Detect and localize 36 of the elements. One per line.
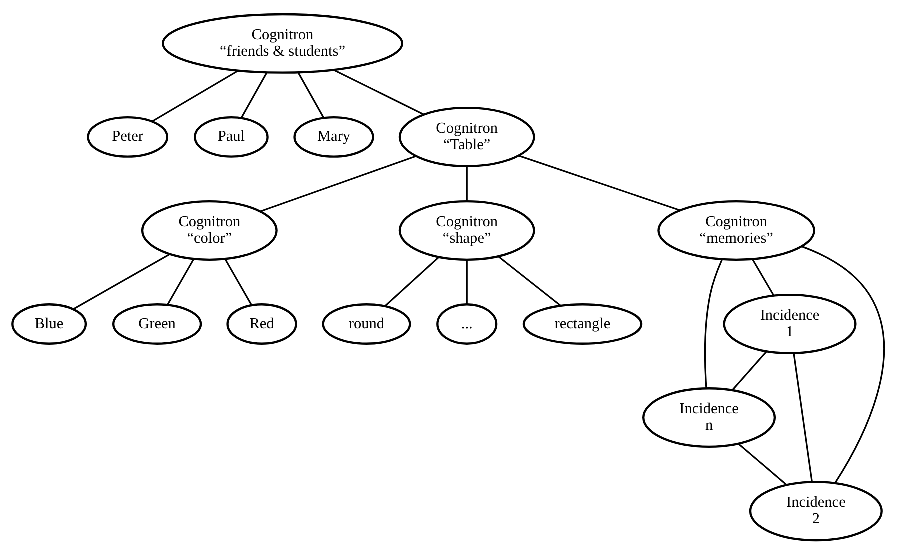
node-ellipse: Cognitron “Table” (398, 106, 536, 167)
connector (498, 256, 562, 306)
node-ellipse: Peter (87, 116, 169, 158)
connector (224, 258, 252, 306)
node-ellipse: Incidence n (642, 387, 776, 448)
connector (732, 350, 768, 390)
connector (298, 72, 325, 118)
connector (793, 353, 813, 482)
connector (466, 166, 468, 201)
node-ellipse: Cognitron “friends & students” (162, 12, 404, 74)
connector (166, 258, 195, 305)
connector (334, 68, 424, 115)
connector (73, 253, 170, 310)
connector (240, 72, 268, 118)
node-ellipse: Blue (12, 303, 88, 344)
connector (152, 70, 239, 122)
node-ellipse: Mary (294, 116, 374, 158)
connector (260, 155, 417, 212)
node-ellipse: Cognitron “color” (141, 200, 278, 260)
node-ellipse: Cognitron “shape” (398, 200, 536, 260)
connector (704, 258, 724, 388)
node-ellipse: rectangle (522, 303, 643, 344)
node-ellipse: Paul (194, 116, 269, 158)
connector (384, 256, 440, 307)
connector (752, 258, 775, 296)
node-ellipse: Cognitron “memories” (658, 200, 816, 260)
node-ellipse: Red (226, 303, 298, 344)
node-ellipse: ... (436, 303, 498, 344)
node-ellipse: Incidence 2 (749, 480, 883, 542)
connector (802, 245, 885, 483)
node-ellipse: Green (112, 303, 202, 344)
connector (466, 260, 468, 304)
connector (518, 154, 680, 211)
connector (738, 442, 788, 486)
node-ellipse: Incidence 1 (723, 294, 857, 354)
node-ellipse: round (322, 303, 412, 344)
